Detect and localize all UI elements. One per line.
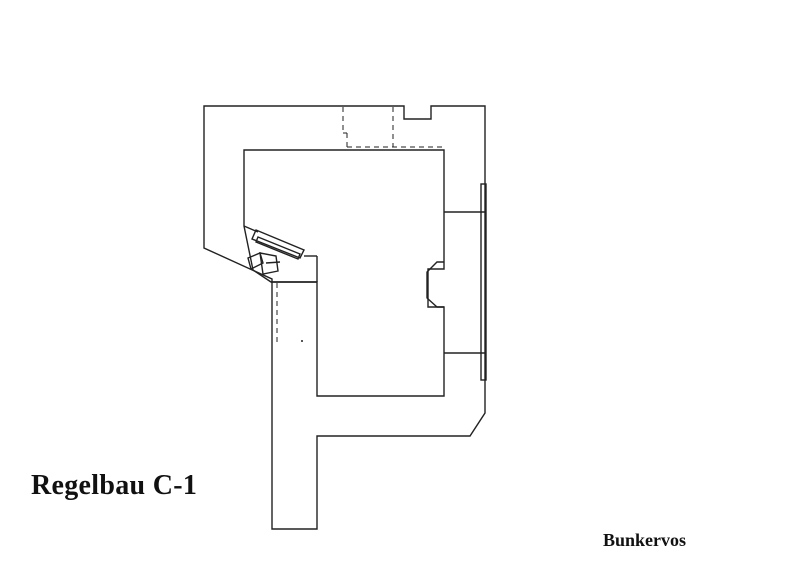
diagram-title: Regelbau C-1 <box>31 470 198 501</box>
outer-wall-outline <box>203 105 486 530</box>
inner-room-outline <box>243 149 445 397</box>
embrasure <box>247 229 318 283</box>
diagram-credit: Bunkervos <box>603 530 687 550</box>
mark-dot <box>301 340 303 342</box>
wall-notch <box>426 261 444 308</box>
right-wall-strip <box>480 183 487 381</box>
hidden-lines <box>276 107 444 343</box>
